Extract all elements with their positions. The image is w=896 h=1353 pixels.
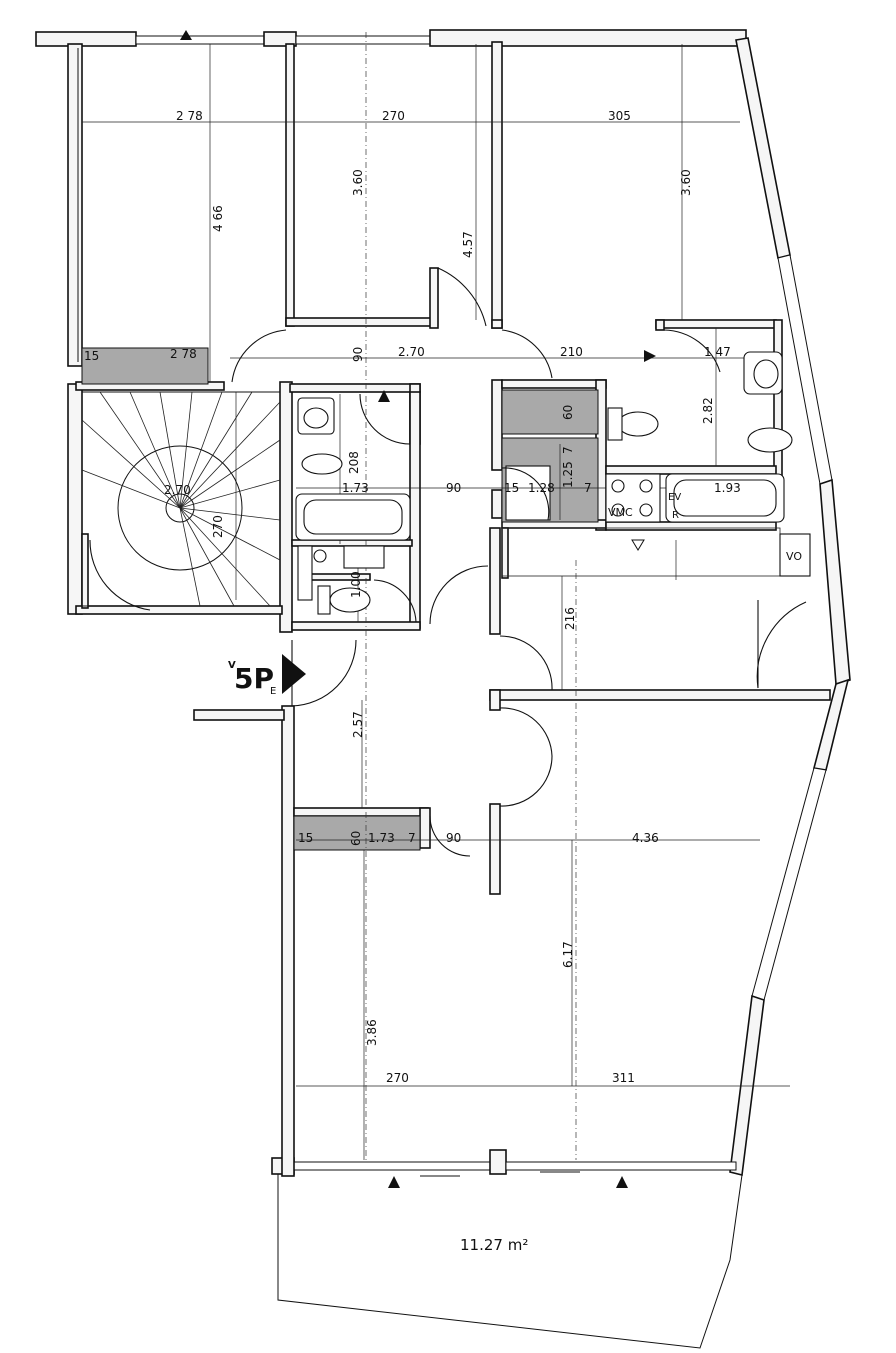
terrace [277, 1174, 743, 1349]
r-label: R [672, 510, 679, 521]
dim-360-mid: 3.60 [351, 169, 365, 196]
dimension-lines [82, 32, 790, 1160]
dimension-labels: 2 78 270 305 4 66 3.60 4.57 3.60 15 2 78… [84, 109, 741, 1085]
logo-main: 5P [234, 662, 274, 695]
dim-278-top: 2 78 [176, 109, 203, 123]
dim-278-b: 2 78 [170, 347, 197, 361]
dim-436: 4.36 [632, 831, 659, 845]
dim-360-right: 3.60 [679, 169, 693, 196]
room-labels: VMC VO EV R 11.27 m² [460, 492, 802, 1254]
dim-173-c: 1.73 [368, 831, 395, 845]
dim-7-a: 7 [561, 446, 575, 454]
closets [81, 347, 599, 851]
dim-270-bottom: 270 [386, 1071, 409, 1085]
dim-466: 4 66 [211, 205, 225, 232]
dim-210: 210 [560, 345, 583, 359]
ev-label: EV [668, 492, 681, 503]
logo-sup: V [228, 660, 236, 671]
dim-15-c: 15 [298, 831, 313, 845]
apartment-type-logo: V 5P E [228, 654, 306, 697]
dim-173-a: 1.73 [342, 481, 369, 495]
doors [89, 267, 807, 857]
sliding-arrows [180, 30, 656, 1188]
dim-270-top: 270 [382, 109, 405, 123]
dim-208: 208 [347, 451, 361, 474]
dim-257: 2.57 [351, 711, 365, 738]
dim-216: 216 [563, 607, 577, 630]
dim-60-a: 60 [561, 405, 575, 420]
fixtures [295, 351, 811, 615]
spiral-staircase [81, 391, 281, 607]
dim-617: 6.17 [561, 941, 575, 968]
vo-label: VO [786, 550, 802, 563]
entrance-arrow-icon [282, 654, 306, 694]
vmc-label: VMC [608, 506, 633, 519]
dim-90-b: 90 [446, 481, 461, 495]
dim-7-c: 7 [408, 831, 416, 845]
dim-125: 1.25 [561, 461, 575, 488]
dim-282: 2.82 [701, 397, 715, 424]
dim-15-b: 15 [504, 481, 519, 495]
logo-sub: E [270, 686, 276, 697]
dim-193: 1.93 [714, 481, 741, 495]
dim-270-b: 2.70 [398, 345, 425, 359]
dim-305-top: 305 [608, 109, 631, 123]
dim-100: 1.00 [349, 571, 363, 598]
dim-457: 4.57 [461, 231, 475, 258]
dim-7-b: 7 [584, 481, 592, 495]
dim-270-vert: 270 [211, 515, 225, 538]
dim-15-a: 15 [84, 349, 99, 363]
dim-386: 3.86 [365, 1019, 379, 1046]
dim-128: 1.28 [528, 481, 555, 495]
terrace-area-label: 11.27 m² [460, 1236, 528, 1254]
dim-60-c: 60 [349, 831, 363, 846]
dim-90-c: 90 [446, 831, 461, 845]
dim-90-a: 90 [351, 347, 365, 362]
outer-walls [35, 29, 851, 1177]
dim-147: 1 47 [704, 345, 731, 359]
dim-270-stair: 2.70 [164, 483, 191, 497]
dim-311: 311 [612, 1071, 635, 1085]
interior-walls [75, 41, 831, 895]
